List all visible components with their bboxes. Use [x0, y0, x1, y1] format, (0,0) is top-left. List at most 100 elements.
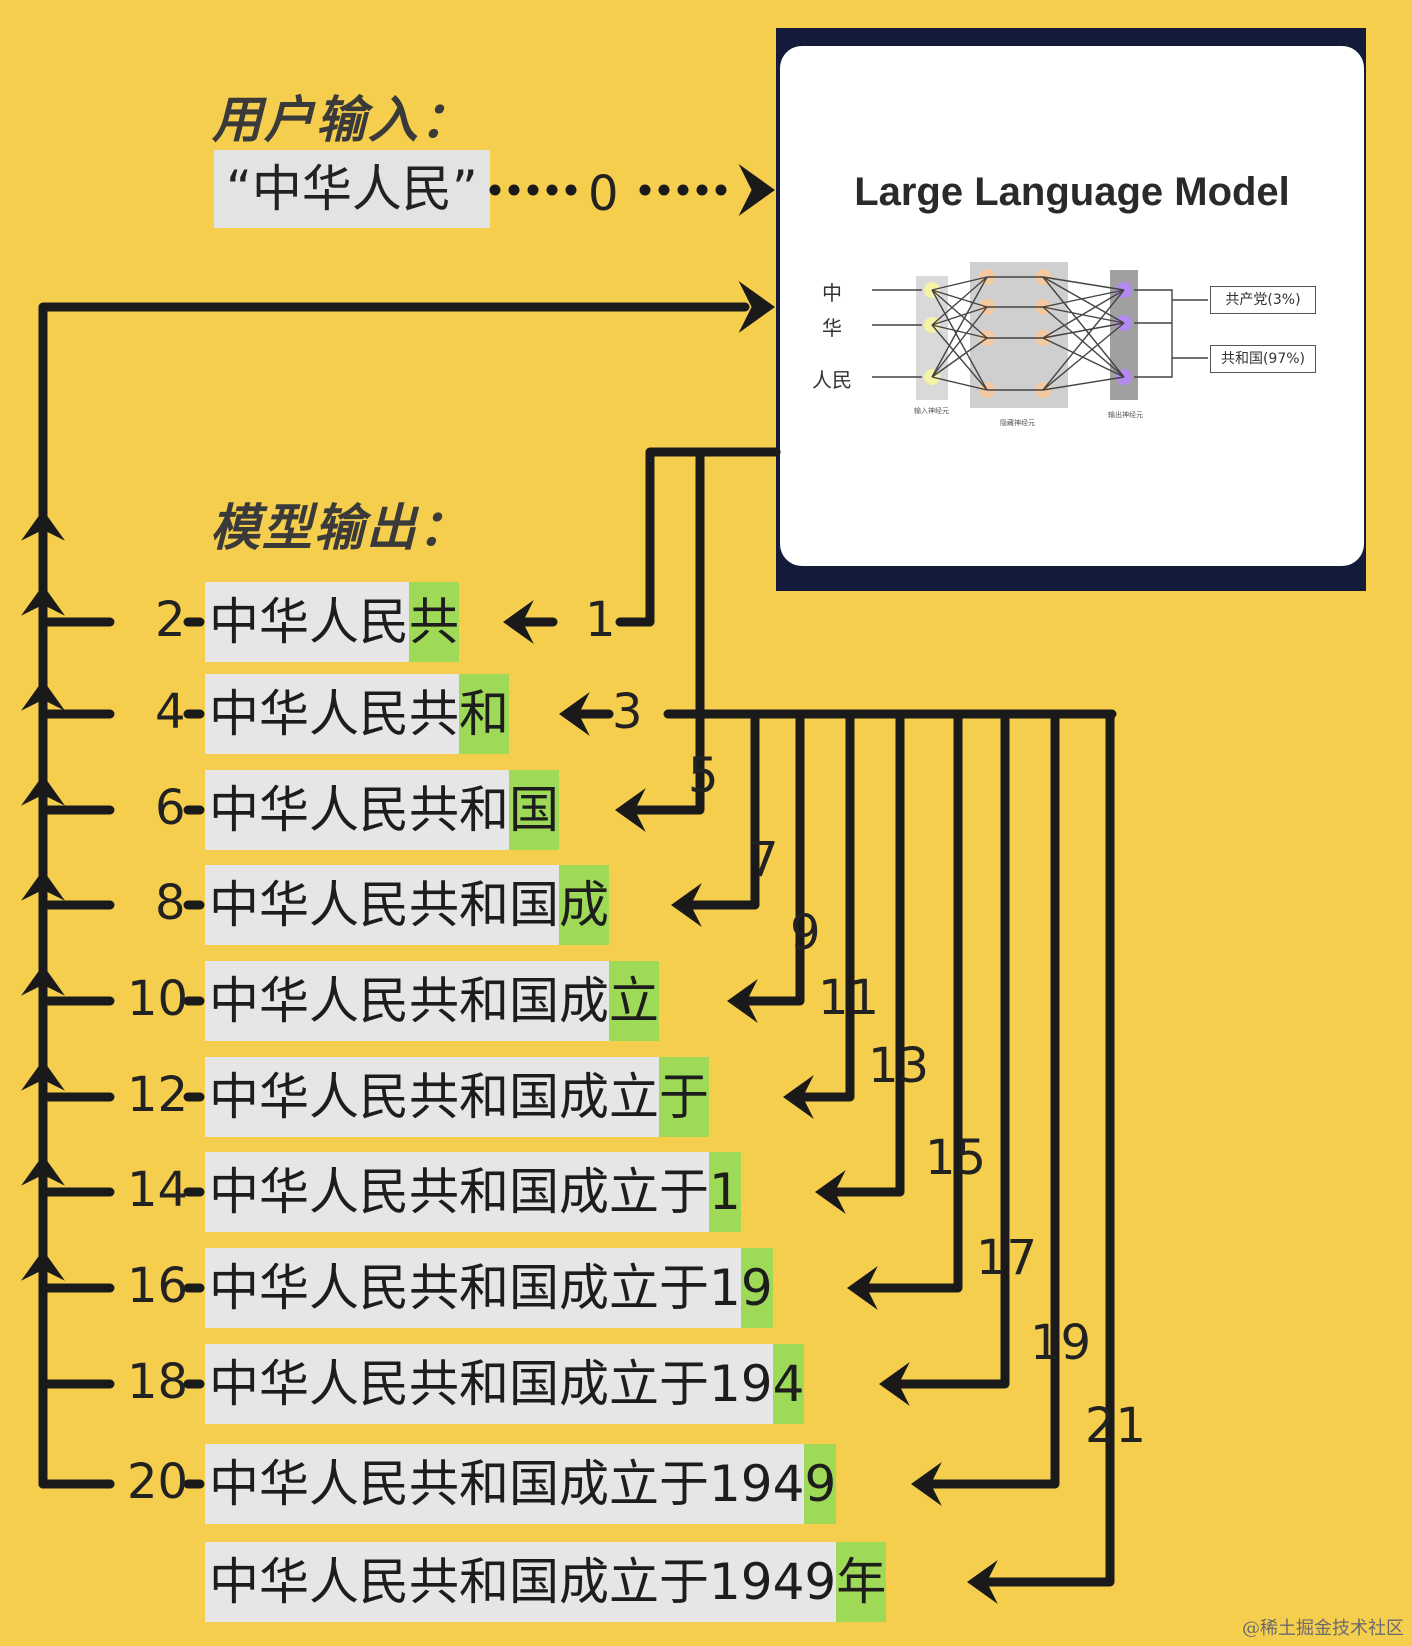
output-row-new-token: 9 — [740, 1248, 773, 1328]
output-row-prefix: 中华人民共和国 — [205, 865, 559, 945]
output-row-prefix: 中华人民共和国成立于1949 — [205, 1542, 837, 1622]
nn-edge — [931, 337, 988, 378]
output-row-prefix: 中华人民共和国成立于 — [205, 1152, 709, 1232]
step-number-out: 14 — [127, 1162, 189, 1218]
feedback-up-arrow — [21, 775, 65, 806]
nn-edge — [1042, 306, 1125, 324]
row-in-arrow-head — [671, 883, 702, 927]
feedback-up-arrow — [21, 1250, 65, 1281]
nn-edge — [931, 289, 988, 339]
output-row-new-token: 4 — [772, 1344, 805, 1424]
step-number-in: 1 — [585, 592, 616, 648]
nn-caption-input: 输入神经元 — [914, 407, 949, 415]
step-number-out: 12 — [127, 1067, 189, 1123]
output-row: 中华人民共和国 — [205, 770, 559, 850]
step-number-out: 2 — [155, 592, 186, 648]
nn-edge — [1042, 276, 1125, 378]
row-in-arrow-head — [879, 1362, 910, 1406]
nn-edge — [1042, 276, 1125, 324]
feedback-up-arrow — [21, 1155, 65, 1186]
nn-edge — [931, 276, 988, 326]
feedback-bus-line — [38, 302, 750, 1489]
model-title: Large Language Model — [854, 170, 1290, 214]
nn-edge — [931, 289, 988, 391]
nn-edge — [931, 376, 988, 391]
step-number-out: 10 — [127, 971, 189, 1027]
nn-edge — [1042, 322, 1125, 339]
step-number-in: 15 — [925, 1130, 987, 1186]
nn-caption-hidden: 隐藏神经元 — [1000, 419, 1035, 427]
input-dots-right — [639, 184, 727, 196]
input-dots-left — [489, 184, 577, 196]
input-heading: 用户输入： — [212, 91, 472, 149]
feedback-up-arrow — [21, 870, 65, 901]
output-row-new-token: 立 — [609, 961, 659, 1041]
row-in-arrow-head — [783, 1075, 814, 1119]
output-row: 中华人民共和国成 — [205, 865, 609, 945]
model-out-drop — [943, 709, 963, 1293]
nn-edge — [1042, 322, 1125, 391]
row-in-arrow-head — [727, 979, 758, 1023]
output-row-new-token: 成 — [559, 865, 609, 945]
output-row: 中华人民共 — [205, 582, 459, 662]
feedback-up-arrow — [21, 680, 65, 711]
output-row: 中华人民共和 — [205, 674, 509, 754]
step-number-out: 18 — [127, 1354, 189, 1410]
row-in-arrow-head — [559, 692, 590, 736]
nn-edge — [1042, 289, 1125, 339]
nn-edge — [931, 306, 988, 378]
row-in-arrow-head — [967, 1560, 998, 1604]
output-row-prefix: 中华人民共和国成立于194 — [205, 1444, 805, 1524]
step-number-out: 16 — [127, 1258, 189, 1314]
row-in-arrow-head — [815, 1170, 846, 1214]
step-number-in: 19 — [1030, 1315, 1092, 1371]
nn-edge — [931, 276, 988, 378]
step-number-out: 8 — [155, 875, 186, 931]
step-number-in: 7 — [748, 832, 779, 888]
step-number-in: 11 — [818, 970, 880, 1026]
output-row-new-token: 1 — [709, 1152, 741, 1232]
output-row-prefix: 中华人民 — [205, 582, 409, 662]
nn-input-label-1: 中 — [822, 281, 842, 305]
step-number-0: 0 — [588, 166, 619, 222]
feedback-arrow-head — [738, 281, 775, 333]
output-row-prefix: 中华人民共和国成 — [205, 961, 609, 1041]
nn-edge — [1042, 306, 1125, 378]
step-number-in: 3 — [612, 684, 643, 740]
step-number-in: 5 — [688, 748, 719, 804]
nn-input-label-3: 人民 — [812, 368, 852, 392]
output-row-prefix: 中华人民共和国成立于19 — [205, 1344, 773, 1424]
output-row-prefix: 中华人民共和国成立于1 — [205, 1248, 741, 1328]
output-row: 中华人民共和国成立 — [205, 961, 659, 1041]
nn-edge — [1042, 337, 1125, 378]
nn-edge — [1042, 276, 1125, 291]
feedback-up-arrow — [21, 965, 65, 996]
step-number-out: 20 — [127, 1454, 189, 1510]
feedback-up-arrow — [21, 1060, 65, 1091]
step-number-out: 6 — [155, 780, 186, 836]
row-in-arrow-head — [615, 788, 646, 832]
user-input-box: “中华人民” — [214, 150, 490, 228]
model-out-drop — [885, 709, 905, 1197]
watermark: @稀土掘金技术社区 — [1242, 1618, 1404, 1639]
step-number-out: 4 — [155, 684, 186, 740]
output-row-prefix: 中华人民共和 — [205, 770, 509, 850]
nn-edge — [931, 324, 988, 339]
nn-input-label-2: 华 — [822, 316, 842, 340]
nn-out-bracket — [1134, 289, 1173, 378]
step-number-in: 9 — [790, 905, 821, 961]
row-in-arrow-head — [503, 600, 534, 644]
nn-caption-output: 输出神经元 — [1108, 411, 1143, 419]
nn-output-box-1: 共产党(3%) — [1210, 286, 1316, 314]
output-row: 中华人民共和国成立于 — [205, 1057, 709, 1137]
nn-edge — [931, 289, 988, 308]
output-row-new-token: 于 — [659, 1057, 709, 1137]
input-arrow-head — [738, 164, 775, 216]
nn-edge — [1042, 289, 1125, 391]
nn-edge — [931, 306, 988, 326]
output-heading: 模型输出： — [210, 499, 470, 557]
